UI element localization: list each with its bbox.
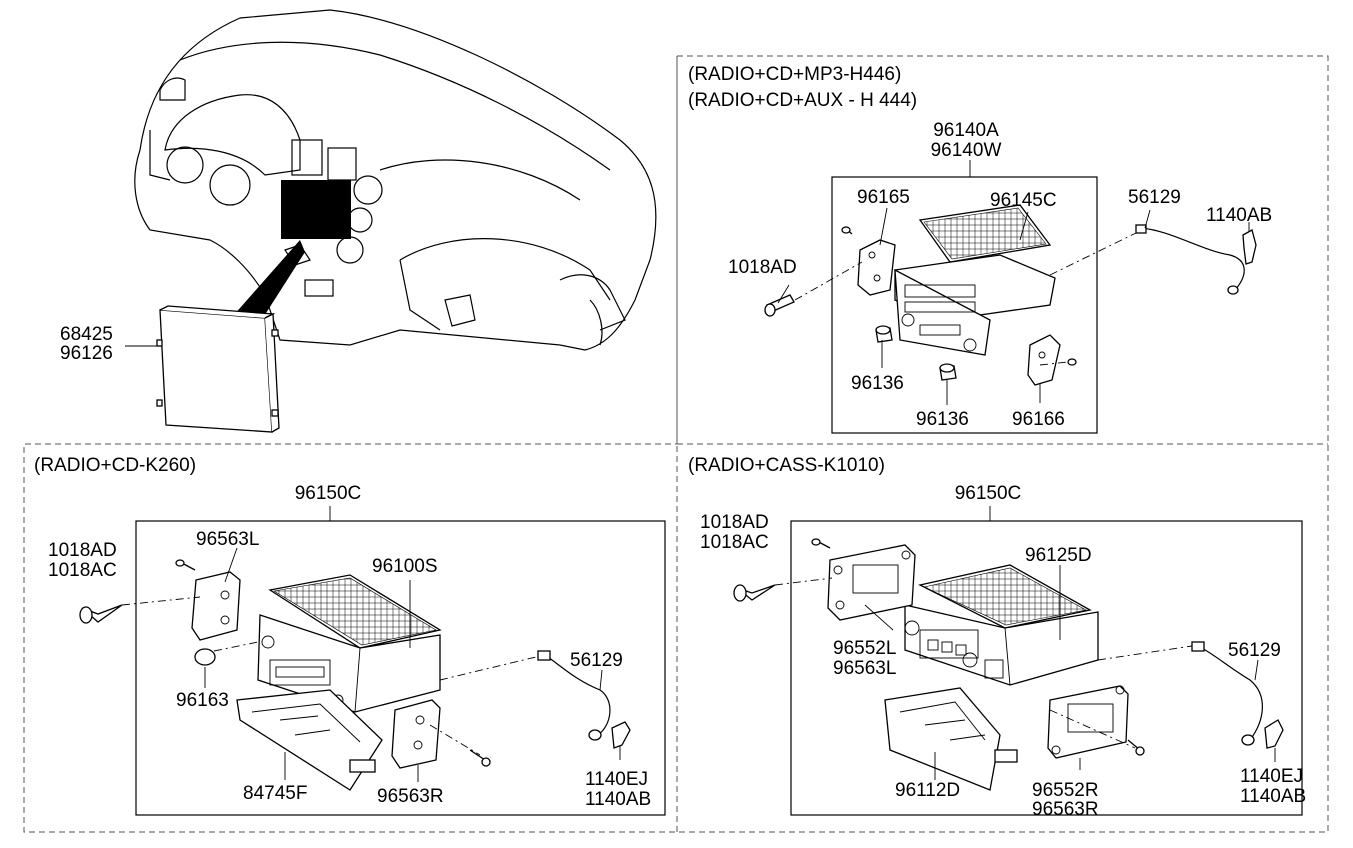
part-label-1140AB-cd: 1140AB [585, 789, 652, 810]
part-label-1140AB-cass: 1140AB [1240, 786, 1307, 807]
part-label-96125D: 96125D [1025, 545, 1092, 566]
part-label-96112D: 96112D [895, 780, 961, 801]
part-label-1140EJ-cass: 1140EJ [1240, 766, 1304, 787]
part-label-84745F: 84745F [243, 783, 308, 804]
part-label-96563R-cass: 96563R [1032, 799, 1099, 820]
part-label-1140AB-mp3: 1140AB [1206, 205, 1273, 226]
part-label-96165: 96165 [857, 187, 910, 208]
part-label-96163: 96163 [176, 690, 229, 711]
part-label-1140EJ-cd: 1140EJ [585, 769, 649, 790]
part-label-96145C: 96145C [990, 190, 1057, 211]
part-label-96140A: 96140A [933, 120, 999, 141]
cass-radio-assembly [733, 506, 1303, 816]
section-header-cass: (RADIO+CASS-K1010) [688, 455, 885, 476]
part-label-56129-cass: 56129 [1228, 640, 1281, 661]
dashboard-illustration [125, 9, 657, 433]
part-label-96166: 96166 [1012, 409, 1065, 430]
part-label-96552L: 96552L [833, 638, 897, 659]
part-label-96563R-cd: 96563R [377, 786, 444, 807]
part-label-68425: 68425 [60, 324, 113, 345]
part-label-1018AC-cd: 1018AC [48, 560, 117, 581]
part-label-96126: 96126 [60, 343, 113, 364]
part-label-56129-mp3: 56129 [1128, 187, 1181, 208]
part-label-96136-b: 96136 [916, 409, 969, 430]
radio-slot-highlight [281, 180, 351, 239]
part-label-96100S: 96100S [372, 556, 438, 577]
part-label-96563L-cd: 96563L [196, 529, 260, 550]
section-frame [23, 55, 1329, 833]
cd-radio-assembly [79, 506, 666, 816]
part-label-56129-cd: 56129 [570, 650, 623, 671]
part-label-96150C-cd: 96150C [294, 483, 362, 504]
section-header-aux: (RADIO+CD+AUX - H 444) [688, 90, 918, 111]
mp3-radio-assembly [764, 160, 1257, 434]
section-header-mp3: (RADIO+CD+MP3-H446) [688, 64, 902, 85]
part-label-1018AD-cd: 1018AD [48, 540, 117, 561]
part-label-96136-a: 96136 [851, 373, 904, 394]
part-label-1018AD-cass: 1018AD [700, 512, 769, 533]
section-header-cd: (RADIO+CD-K260) [34, 455, 197, 476]
part-label-1018AC-cass: 1018AC [700, 532, 769, 553]
part-label-96552R: 96552R [1032, 780, 1099, 801]
part-label-1018AD-mp3: 1018AD [728, 257, 797, 278]
part-label-96150C-cass: 96150C [954, 483, 1022, 504]
part-label-96563L-cass: 96563L [833, 658, 897, 679]
part-label-96140W: 96140W [930, 140, 1002, 161]
